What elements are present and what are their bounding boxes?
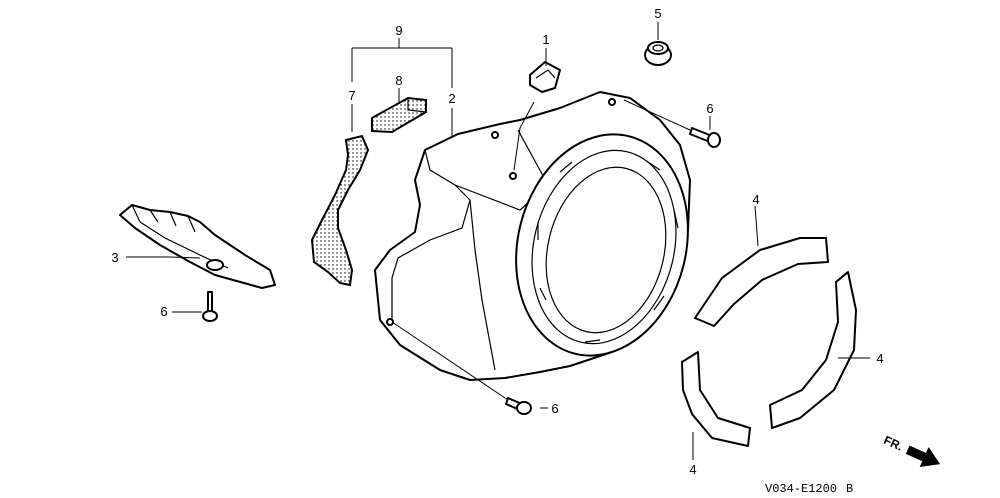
callout-2: 2 <box>448 91 455 106</box>
part-5-grommet <box>644 41 672 66</box>
bolt-6-right <box>689 127 721 148</box>
callout-8: 8 <box>395 73 402 88</box>
diagram-revision: B <box>846 482 853 496</box>
part-4-seal-lower <box>681 351 751 447</box>
bolt-6-left <box>202 291 218 322</box>
callout-5: 5 <box>654 6 661 21</box>
part-3-guide-plate <box>119 204 276 289</box>
callout-6-left: 6 <box>160 304 167 319</box>
bolt-6-bottom <box>505 397 532 415</box>
part-2-fan-cover <box>374 91 691 381</box>
part-4-seal-upper <box>694 237 829 327</box>
callout-3: 3 <box>111 250 118 265</box>
callouts: 1 9 8 7 2 3 6 5 6 6 4 4 4 <box>111 6 883 477</box>
diagram-code: V034-E1200 <box>765 482 837 496</box>
front-arrow-icon <box>905 445 941 467</box>
leader-lines <box>126 22 870 460</box>
callout-6-bottom: 6 <box>551 401 558 416</box>
callout-1: 1 <box>542 32 549 47</box>
part-8-seal-block <box>371 96 427 134</box>
front-direction-indicator: FR. <box>882 433 941 467</box>
callout-4-lower: 4 <box>689 462 696 477</box>
part-4-seal-right <box>769 271 857 429</box>
front-label: FR. <box>882 433 905 454</box>
callout-4-right: 4 <box>876 351 883 366</box>
callout-9: 9 <box>395 23 402 38</box>
part-1-clip <box>529 61 561 93</box>
callout-6-right: 6 <box>706 101 713 116</box>
callout-7: 7 <box>348 88 355 103</box>
part-7-seal-strip <box>310 134 370 287</box>
callout-4-upper: 4 <box>752 192 759 207</box>
